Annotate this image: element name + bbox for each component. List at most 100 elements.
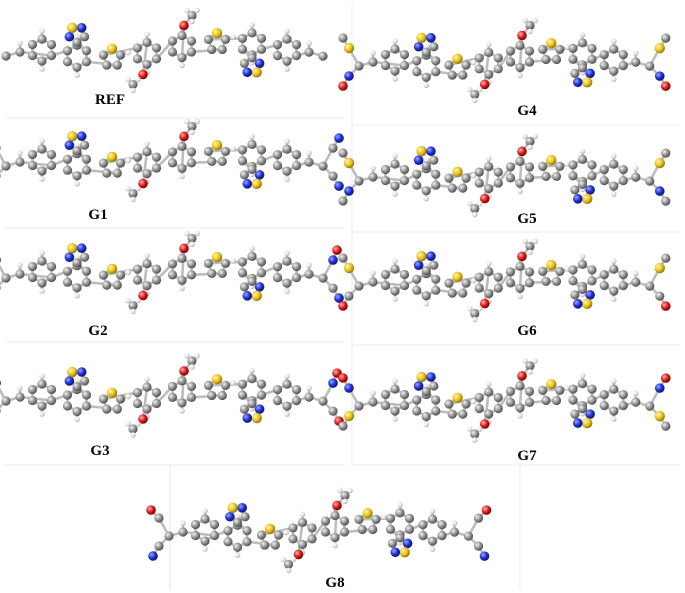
atom-n: [585, 68, 595, 79]
atom-c: [431, 406, 441, 416]
atom-c: [62, 57, 73, 67]
atom-c: [217, 156, 227, 167]
atom-c: [27, 272, 38, 283]
panel-g6: [338, 238, 671, 323]
atom-h: [342, 498, 348, 505]
atom-h: [290, 556, 297, 563]
atom-c: [385, 513, 396, 523]
atom-c: [431, 180, 441, 190]
atom-c: [570, 290, 580, 300]
atom-c: [247, 53, 257, 63]
atom-c: [524, 57, 535, 67]
atom-c: [474, 272, 484, 282]
panel-g1: [0, 118, 344, 203]
atom-s: [251, 290, 262, 302]
atom-c: [461, 60, 471, 70]
atom-c: [167, 259, 178, 269]
atom-c: [320, 516, 331, 526]
atom-h: [39, 28, 45, 34]
atom-c: [568, 171, 578, 181]
atom-h: [284, 176, 290, 182]
atom-c: [220, 380, 231, 390]
atom-h: [527, 249, 533, 256]
atom-h: [125, 185, 131, 192]
atom-s: [452, 166, 463, 178]
atom-c: [587, 395, 597, 405]
atom-h: [284, 28, 290, 34]
atom-c: [330, 510, 340, 521]
bond-layer: [149, 489, 488, 572]
atom-s: [362, 507, 373, 519]
atom-c: [72, 406, 82, 417]
atom-o: [481, 505, 492, 515]
atom-h: [284, 138, 290, 144]
atom-h: [485, 381, 492, 387]
atom-n: [572, 299, 583, 309]
atom-c: [524, 162, 535, 172]
atom-c: [318, 396, 328, 406]
atom-c: [431, 285, 441, 295]
atom-c: [458, 409, 468, 419]
atom-o: [332, 245, 342, 255]
label-g6: G6: [517, 323, 537, 339]
atom-c: [209, 530, 220, 541]
atom-h: [471, 316, 478, 323]
panel-g3: [0, 353, 344, 438]
atom-c: [474, 53, 484, 63]
atom-c: [0, 285, 1, 291]
atom-h: [144, 252, 150, 259]
atom-n: [254, 404, 265, 414]
atom-c: [447, 183, 457, 193]
atom-c: [429, 381, 439, 391]
atom-h: [125, 421, 131, 427]
atom-c: [151, 152, 162, 162]
atom-c: [177, 398, 187, 408]
bond: [85, 404, 119, 411]
atom-s: [106, 263, 118, 275]
atom-c: [599, 61, 609, 71]
atom-c: [27, 149, 38, 160]
atom-c: [81, 46, 92, 56]
atom-c: [318, 161, 328, 171]
atom-c: [272, 161, 283, 171]
atom-c: [260, 540, 270, 550]
atom-c: [98, 158, 109, 168]
atom-h: [189, 18, 195, 25]
atom-n: [0, 380, 1, 386]
atom-h: [517, 72, 523, 79]
atom-c: [380, 280, 391, 291]
atom-c: [618, 176, 628, 186]
atom-h: [125, 393, 131, 400]
atom-h: [130, 87, 136, 94]
atom-s: [67, 366, 78, 378]
atom-c: [297, 539, 308, 550]
atom-c: [380, 175, 391, 186]
atom-h: [380, 514, 387, 520]
atom-c: [461, 278, 471, 288]
atom-h: [130, 196, 136, 203]
bond: [518, 34, 524, 69]
atom-c: [291, 385, 302, 395]
atom-c: [570, 68, 580, 78]
atom-c: [81, 401, 92, 411]
atom-c: [154, 541, 164, 551]
atom-o: [517, 251, 527, 262]
atom-h: [485, 260, 492, 267]
atom-c: [431, 56, 441, 66]
atom-c: [421, 161, 431, 171]
atom-h: [527, 144, 533, 151]
atom-c: [72, 146, 82, 156]
atom-n: [479, 551, 490, 561]
atom-c: [618, 390, 628, 400]
atom-s: [452, 53, 463, 64]
atom-c: [399, 269, 410, 280]
atom-h: [522, 133, 528, 140]
atom-c: [505, 397, 516, 408]
atom-h: [135, 297, 141, 304]
atom-h: [466, 426, 473, 432]
atom-c: [237, 145, 248, 155]
bond: [518, 374, 524, 410]
atom-c: [484, 387, 494, 397]
bond: [190, 272, 224, 277]
bond-layer: [341, 135, 668, 216]
